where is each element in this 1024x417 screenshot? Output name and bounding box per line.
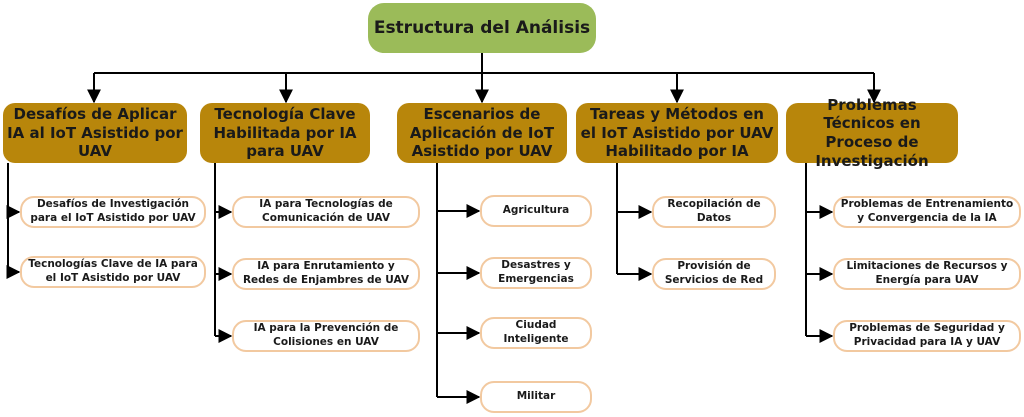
leaf-node: Desafíos de Investigación para el IoT As… [20,196,206,228]
leaf-node: Problemas de Entrenamiento y Convergenci… [833,196,1021,228]
root-node: Estructura del Análisis [368,3,596,53]
category-tasks-methods: Tareas y Métodos en el IoT Asistido por … [576,103,778,163]
category-label: Problemas Técnicos en Proceso de Investi… [815,95,929,170]
leaf-node: Problemas de Seguridad y Privacidad para… [833,320,1021,352]
category-key-technology: Tecnología Clave Habilitada por IA para … [200,103,370,163]
leaf-node: Desastres y Emergencias [480,257,592,289]
leaf-node: IA para Enrutamiento y Redes de Enjambre… [232,258,420,290]
category-label: Tareas y Métodos en el IoT Asistido por … [580,104,774,161]
category-technical-problems: Problemas Técnicos en Proceso de Investi… [786,96,958,170]
category-label: Tecnología Clave Habilitada por IA para … [213,104,357,161]
leaf-node: IA para Tecnologías de Comunicación de U… [232,196,420,228]
leaf-node: Provisión de Servicios de Red [652,258,776,290]
leaf-node: Agricultura [480,195,592,227]
category-label: Desafíos de Aplicar IA al IoT Asistido p… [7,104,183,161]
leaf-node: Recopilación de Datos [652,196,776,228]
leaf-node: IA para la Prevención de Colisiones en U… [232,320,420,352]
category-label: Escenarios de Aplicación de IoT Asistido… [409,104,555,161]
category-application-scenarios: Escenarios de Aplicación de IoT Asistido… [397,103,567,163]
category-challenges: Desafíos de Aplicar IA al IoT Asistido p… [3,103,187,163]
root-label: Estructura del Análisis [373,18,591,38]
leaf-node: Limitaciones de Recursos y Energía para … [833,258,1021,290]
leaf-node: Militar [480,381,592,413]
leaf-node: Tecnologías Clave de IA para el IoT Asis… [20,256,206,288]
leaf-node: Ciudad Inteligente [480,317,592,349]
